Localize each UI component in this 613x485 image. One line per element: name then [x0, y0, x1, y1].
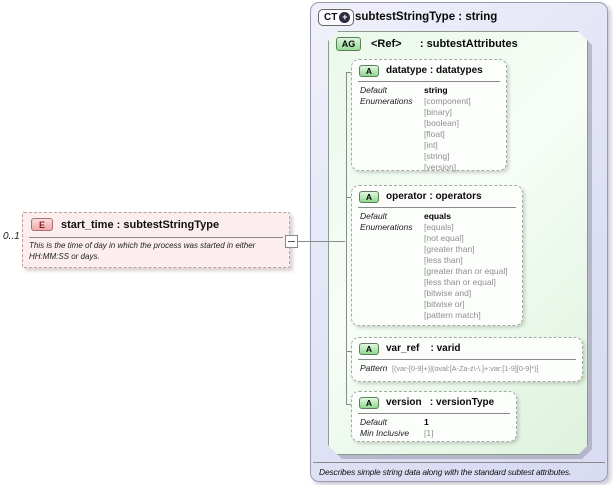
expand-plus-icon[interactable]: +: [339, 12, 351, 23]
attribute-title-operator: operator : operators: [386, 191, 482, 202]
collapse-toggle[interactable]: [285, 235, 298, 248]
fact-row-default: Default string: [360, 85, 498, 96]
element-type-connector-line: [297, 241, 345, 242]
attribute-divider: [358, 81, 500, 82]
fact-label-pattern: Pattern: [360, 363, 388, 373]
element-header: E start_time : subtestStringType: [31, 218, 219, 231]
complextype-title: subtestStringType : string: [355, 11, 498, 23]
attribute-group-title: <Ref> : subtestAttributes: [371, 38, 518, 50]
element-title: start_time : subtestStringType: [61, 218, 220, 231]
attribute-box-operator: A operator : operators Default equals En…: [351, 185, 523, 326]
fact-value-enumerations: [component][binary][boolean][float][int]…: [424, 96, 471, 172]
tree-stub-operator: [346, 197, 352, 198]
minus-icon: [288, 241, 295, 242]
attribute-group-box: AG <Ref> : subtestAttributes A datatype …: [328, 31, 588, 455]
element-badge-icon: E: [31, 218, 53, 231]
fact-label-min-inclusive: Min Inclusive: [360, 428, 410, 438]
attribute-header-var-ref: A var_ref : varid: [352, 338, 582, 359]
complextype-panel: CT + subtestStringType : string AG <Ref>…: [310, 2, 608, 482]
attribute-badge-icon: A: [359, 190, 379, 203]
ct-badge-label: CT: [324, 12, 338, 23]
attribute-box-var-ref: A var_ref : varid Pattern [(var-[0-9]+)|…: [351, 337, 583, 382]
attribute-title-datatype: datatype : datatypes: [386, 65, 483, 76]
attribute-badge-icon: A: [359, 396, 379, 409]
fact-row-min-inclusive: Min Inclusive [1]: [360, 428, 508, 439]
fact-row-enumerations: Enumerations [component][binary][boolean…: [360, 96, 498, 173]
attribute-group-badge-icon: AG: [336, 37, 361, 51]
facts-table-version: Default 1 Min Inclusive [1]: [352, 414, 516, 439]
attribute-divider: [358, 413, 510, 414]
footer-divider: [313, 462, 605, 463]
fact-row-pattern: Pattern [(var-[0-9]+)|(oval:[A-Za-z\-\.]…: [360, 363, 574, 374]
fact-label-default: Default: [360, 85, 387, 95]
attribute-title-version: version : versionType: [386, 397, 495, 408]
cardinality-label: 0..1: [3, 231, 20, 242]
tree-vertical-line: [346, 72, 347, 405]
fact-label-enumerations: Enumerations: [360, 222, 413, 232]
attribute-header-operator: A operator : operators: [352, 186, 522, 207]
facts-table-datatype: Default string Enumerations [component][…: [352, 82, 506, 173]
tree-stub-datatype: [346, 72, 352, 73]
attribute-header-version: A version : versionType: [352, 392, 516, 413]
fact-row-enumerations: Enumerations [equals][not equal][greater…: [360, 222, 514, 321]
fact-row-default: Default 1: [360, 417, 508, 428]
fact-value-default: equals: [424, 211, 451, 221]
attribute-divider: [358, 359, 576, 360]
facts-table-operator: Default equals Enumerations [equals][not…: [352, 208, 522, 321]
fact-value-min-inclusive: [1]: [424, 428, 434, 438]
attribute-box-version: A version : versionType Default 1 Min In…: [351, 391, 517, 442]
attribute-title-var-ref: var_ref : varid: [386, 343, 461, 354]
type-annotation-text: Describes simple string data along with …: [319, 467, 572, 477]
tree-stub-var-ref: [346, 351, 352, 352]
fact-label-default: Default: [360, 417, 387, 427]
attribute-header-datatype: A datatype : datatypes: [352, 60, 506, 81]
fact-label-default: Default: [360, 211, 387, 221]
facts-table-var-ref: Pattern [(var-[0-9]+)|(oval:[A-Za-z\-\.]…: [352, 360, 582, 374]
fact-value-default: string: [424, 85, 448, 95]
element-divider: [29, 237, 283, 238]
fact-value-enumerations: [equals][not equal][greater than][less t…: [424, 222, 508, 320]
attribute-badge-icon: A: [359, 64, 379, 77]
fact-label-enumerations: Enumerations: [360, 96, 413, 106]
fact-value-default: 1: [424, 417, 429, 427]
tree-stub-version: [346, 404, 352, 405]
fact-value-pattern: [(var-[0-9]+)|(oval:[A-Za-z\-\.]+:var:[1…: [392, 364, 539, 373]
element-description: This is the time of day in which the pro…: [29, 241, 256, 261]
attribute-box-datatype: A datatype : datatypes Default string En…: [351, 59, 507, 173]
attribute-divider: [358, 207, 516, 208]
attribute-group-header: AG <Ref> : subtestAttributes: [336, 37, 518, 51]
attribute-badge-icon: A: [359, 342, 379, 355]
complextype-badge: CT +: [318, 9, 355, 26]
fact-row-default: Default equals: [360, 211, 514, 222]
element-box-start-time: E start_time : subtestStringType This is…: [22, 212, 290, 268]
